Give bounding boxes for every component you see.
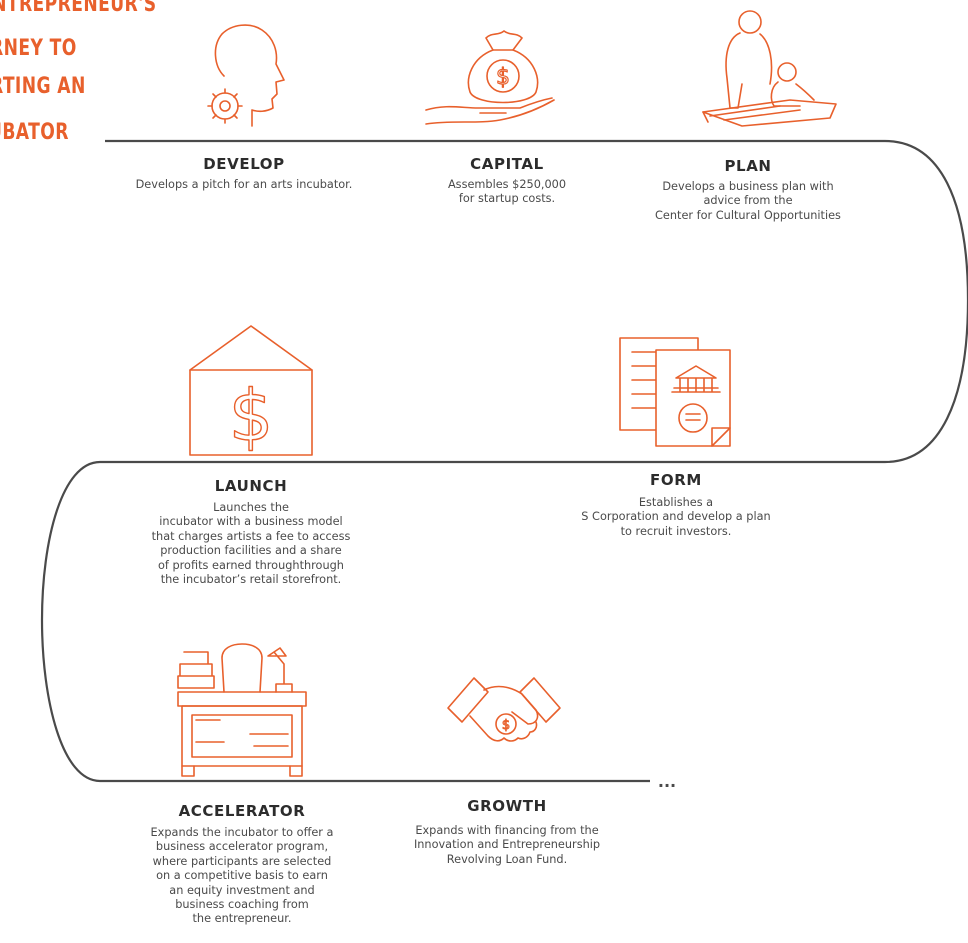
dollar-envelope-icon: $ <box>189 325 313 458</box>
svg-text:$: $ <box>229 375 274 457</box>
title-line-2: RNEY TO <box>0 36 77 61</box>
head-gear-icon <box>207 24 285 127</box>
stage-title-accelerator: ACCELERATOR <box>178 802 306 820</box>
stage-desc-plan: Develops a business plan with advice fro… <box>655 180 841 222</box>
stage-desc-growth: Expands with financing from the Innovati… <box>413 824 601 866</box>
title-line-4: UBATOR <box>0 120 69 145</box>
stage-desc-launch: Launches the incubator with a business m… <box>151 501 351 587</box>
stage-title-growth: GROWTH <box>467 797 547 815</box>
stage-title-launch: LAUNCH <box>214 477 288 495</box>
stage-desc-accelerator: Expands the incubator to offer a busines… <box>150 826 334 926</box>
mentor-drafting-icon <box>702 10 837 127</box>
title-line-1: ENTREPRENEUR'S <box>0 0 157 17</box>
svg-text:$: $ <box>502 718 510 733</box>
stage-desc-capital: Assembles $250,000 for startup costs. <box>447 178 567 206</box>
stage-title-develop: DEVELOP <box>203 155 285 173</box>
continuation-marker: ... <box>658 772 676 791</box>
svg-text:$: $ <box>496 65 510 90</box>
stage-desc-form: Establishes a S Corporation and develop … <box>581 496 771 538</box>
stage-desc-develop: Develops a pitch for an arts incubator. <box>135 178 353 191</box>
stage-title-plan: PLAN <box>724 157 772 175</box>
stage-title-capital: CAPITAL <box>470 155 544 173</box>
handshake-dollar-icon: $ <box>447 677 561 742</box>
corporate-documents-icon <box>619 337 731 447</box>
title-line-3: RTING AN <box>0 74 86 99</box>
journey-path <box>40 139 968 783</box>
office-desk-icon <box>177 643 307 777</box>
stage-title-form: FORM <box>650 471 702 489</box>
money-bag-hand-icon: $ <box>425 30 555 125</box>
